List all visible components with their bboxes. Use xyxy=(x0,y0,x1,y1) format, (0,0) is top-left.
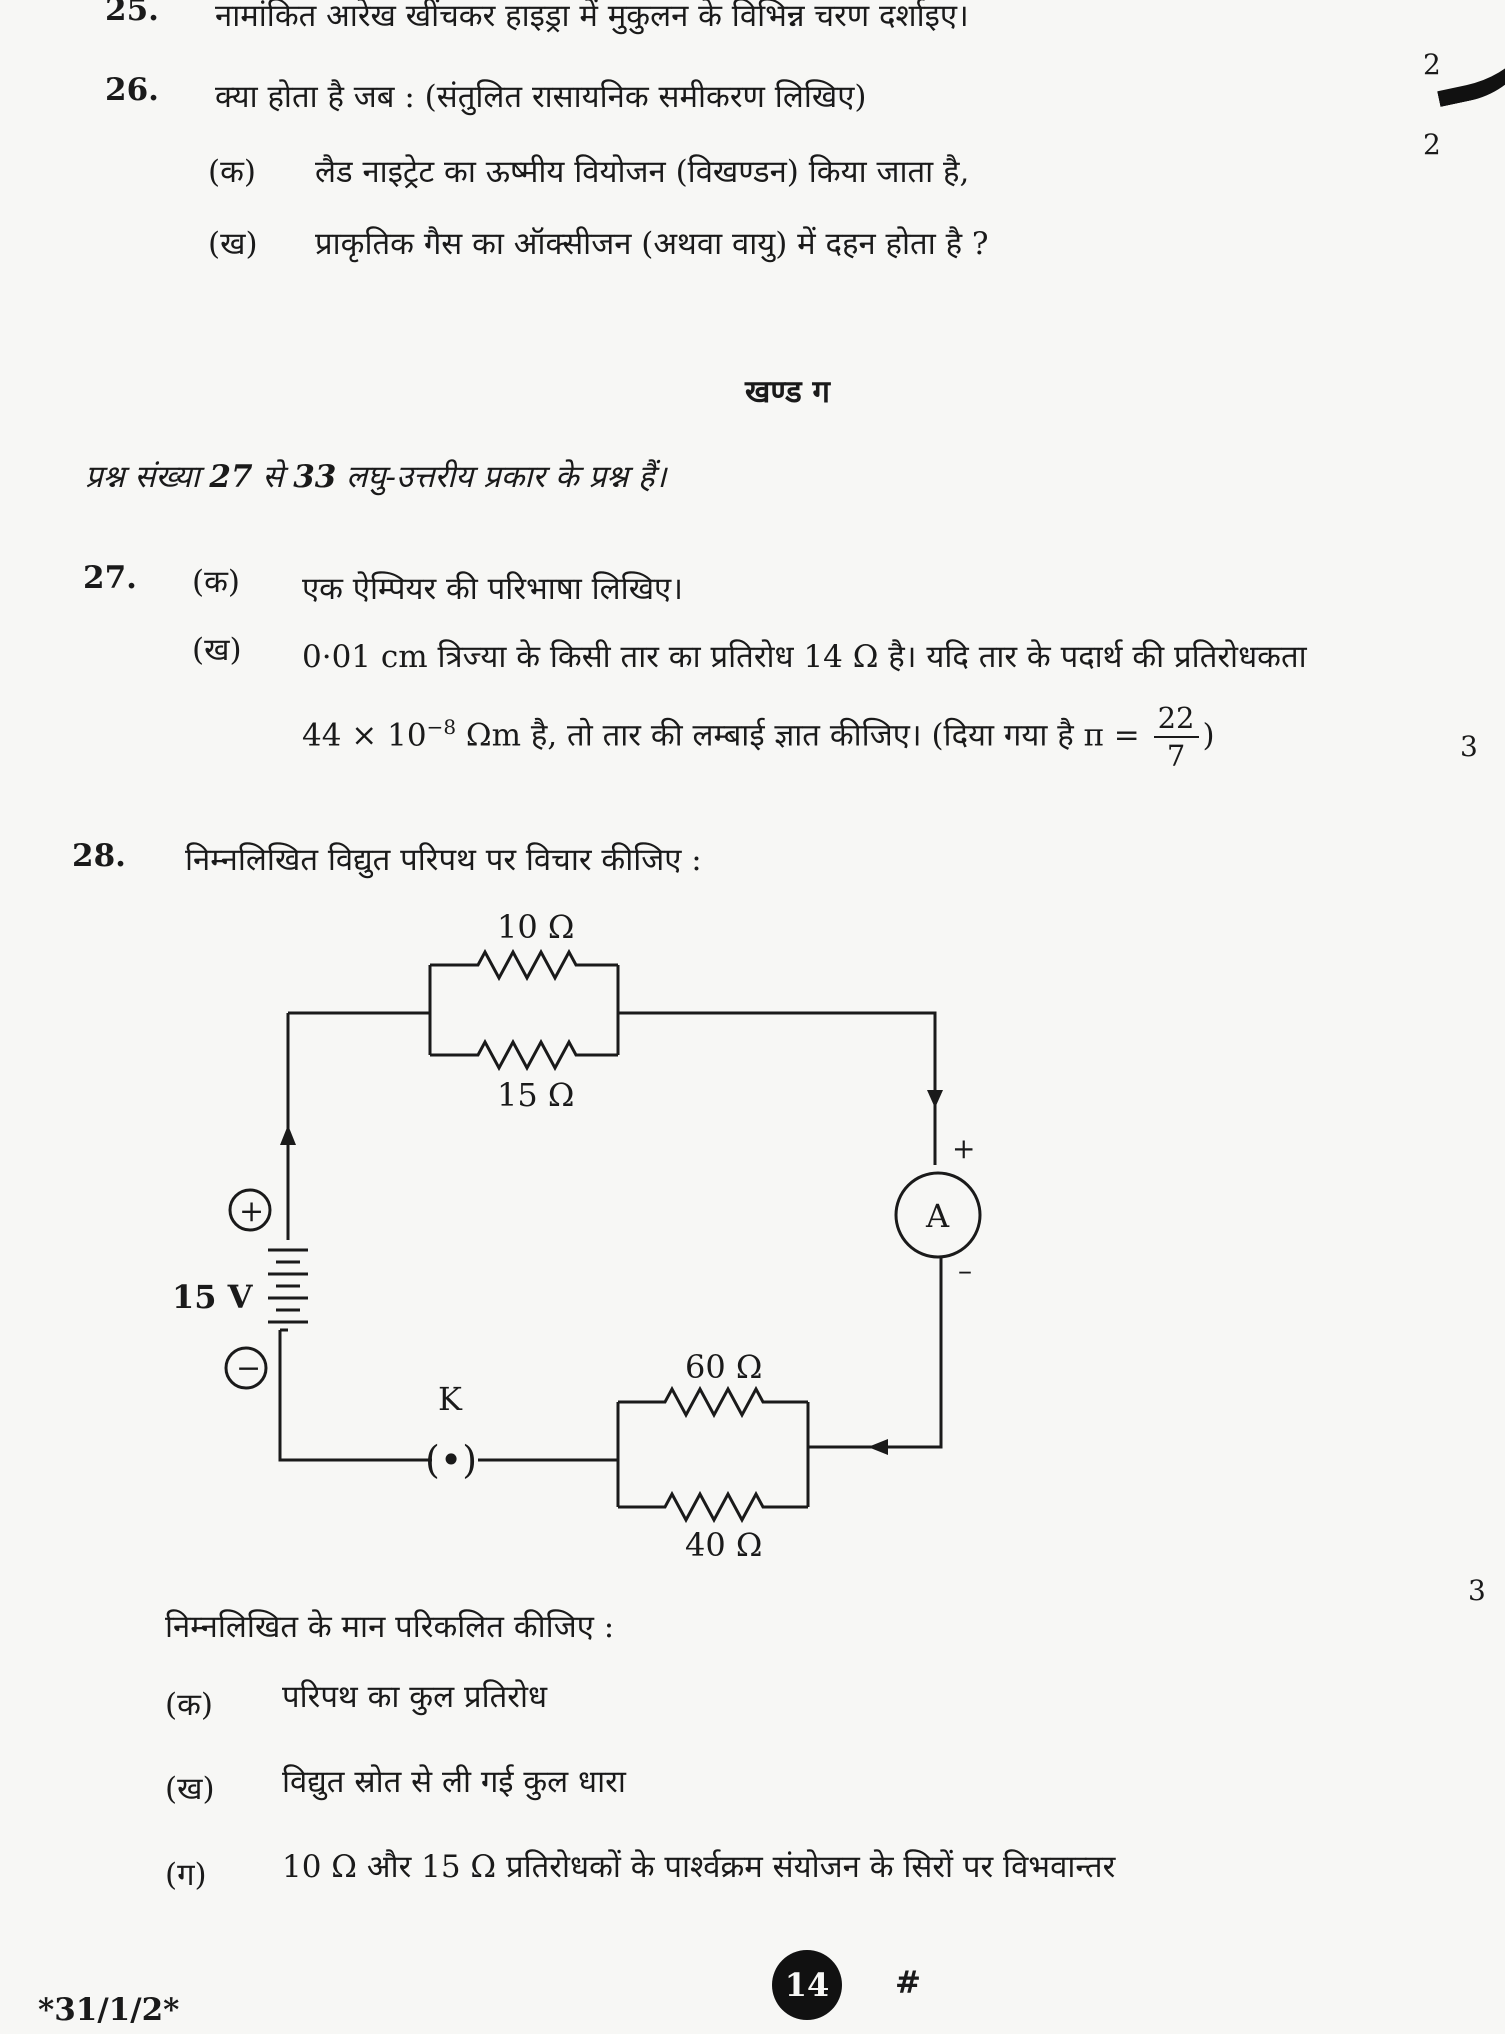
q25-number: 25. xyxy=(105,0,159,28)
label-60-ohm: 60 Ω xyxy=(685,1348,762,1386)
ammeter-plus-sign: + xyxy=(952,1132,975,1165)
section-instruction: प्रश्न संख्या 27 से 33 लघु-उत्तरीय प्रका… xyxy=(85,459,667,495)
q26-part-b-label: (ख) xyxy=(208,226,258,262)
footer-hash: # xyxy=(895,1965,921,2001)
q28-part-a-text: परिपथ का कुल प्रतिरोध xyxy=(282,1679,548,1715)
arrow-right-down xyxy=(927,1090,943,1108)
battery-plus-sign: + xyxy=(239,1194,264,1229)
arrow-left-up xyxy=(280,1125,296,1145)
q28-calc-instruction: निम्नलिखित के मान परिकलित कीजिए : xyxy=(165,1609,615,1645)
q27-part-a-label: (क) xyxy=(192,564,240,600)
q25-marks: 2 xyxy=(1423,48,1441,81)
q28-marks: 3 xyxy=(1468,1574,1486,1607)
q26-part-b-text: प्राकृतिक गैस का ऑक्सीजन (अथवा वायु) में… xyxy=(315,226,989,262)
label-40-ohm: 40 Ω xyxy=(685,1526,762,1564)
arrow-bottom-left xyxy=(868,1439,888,1455)
ammeter-circle xyxy=(894,1171,982,1259)
q27-marks: 3 xyxy=(1460,730,1478,763)
resistor-10-wire xyxy=(430,948,618,982)
q27-number: 27. xyxy=(83,560,137,596)
section-title: खण्ड ग xyxy=(745,374,830,410)
resistor-60-wire xyxy=(618,1385,808,1419)
wire-right-lower xyxy=(808,1257,943,1449)
q26-number: 26. xyxy=(105,72,159,108)
label-10-ohm: 10 Ω xyxy=(497,908,574,946)
q26-text: क्या होता है जब : (संतुलित रासायनिक समीक… xyxy=(215,79,867,115)
label-15-ohm: 15 Ω xyxy=(497,1076,574,1114)
battery-minus-sign: − xyxy=(236,1351,261,1386)
key-symbol: (•) xyxy=(425,1438,477,1482)
q28-part-c-text: 10 Ω और 15 Ω प्रतिरोधकों के पार्श्वक्रम … xyxy=(282,1849,1116,1885)
q25-text: नामांकित आरेख खींचकर हाइड्रा में मुकुलन … xyxy=(215,0,969,34)
q27-part-b-line1: 0·01 cm त्रिज्या के किसी तार का प्रतिरोध… xyxy=(302,639,1307,675)
q28-text: निम्नलिखित विद्युत परिपथ पर विचार कीजिए … xyxy=(185,842,702,878)
wire-top-right xyxy=(618,1011,937,1165)
plus-terminal-circle xyxy=(228,1188,272,1232)
q28-part-c-label: (ग) xyxy=(165,1857,207,1893)
q26-marks: 2 xyxy=(1423,128,1441,161)
minus-terminal-circle xyxy=(224,1346,268,1390)
q26-part-a-text: लैड नाइट्रेट का ऊष्मीय वियोजन (विखण्डन) … xyxy=(315,154,970,190)
battery-cells xyxy=(268,1248,308,1324)
q27-part-b-line2: 44 × 10−8 Ωm है, तो तार की लम्बाई ज्ञात … xyxy=(302,700,1215,774)
label-key: K xyxy=(438,1380,463,1418)
q28-part-b-label: (ख) xyxy=(165,1771,215,1807)
q27-part-a-text: एक ऐम्पियर की परिभाषा लिखिए। xyxy=(302,571,683,607)
ammeter-minus-sign: – xyxy=(958,1254,972,1287)
q28-part-a-label: (क) xyxy=(165,1687,213,1723)
label-battery-voltage: 15 V xyxy=(172,1278,254,1316)
q27-part-b-label: (ख) xyxy=(192,632,242,668)
wire-bottom-left xyxy=(278,1330,432,1462)
resistor-15-wire xyxy=(430,1038,618,1072)
page-number-badge: 14 xyxy=(772,1950,842,2020)
q26-part-a-label: (क) xyxy=(208,154,256,190)
resistor-40-wire xyxy=(618,1490,808,1524)
ammeter-label: A xyxy=(925,1197,950,1235)
q28-part-b-text: विद्युत स्रोत से ली गई कुल धारा xyxy=(282,1764,626,1800)
paper-code: *31/1/2* xyxy=(38,1992,180,2028)
q28-number: 28. xyxy=(72,838,126,874)
